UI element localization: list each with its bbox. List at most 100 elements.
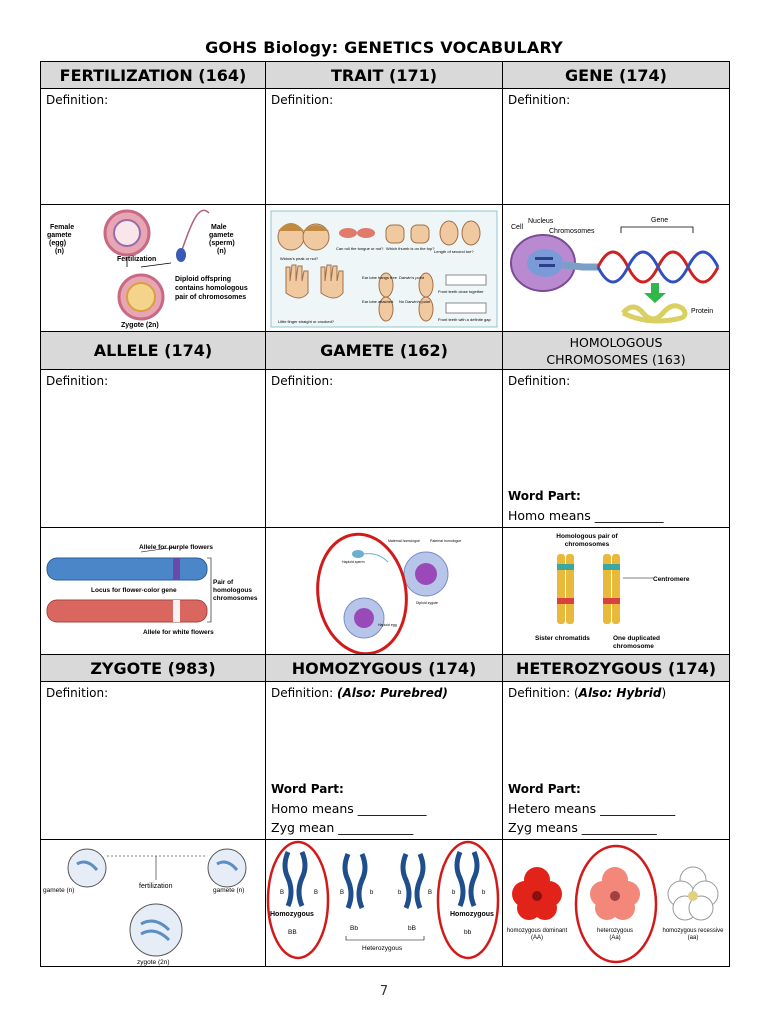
trait-caption: Widow's peak or not? bbox=[280, 256, 319, 261]
label-gene: Gene bbox=[651, 217, 668, 224]
label-fertilization: fertilization bbox=[139, 883, 173, 890]
label-nucleus: Nucleus bbox=[528, 218, 554, 225]
label-gamete-left: gamete (n) bbox=[43, 887, 74, 894]
gamete-caption: Haploid egg bbox=[378, 623, 397, 627]
header-gamete: GAMETE (162) bbox=[265, 331, 503, 370]
definition-box-homozygous[interactable]: Definition: (Also: Purebred) Word Part: … bbox=[265, 681, 503, 840]
label-homozygous-recessive: homozygous recessive(aa) bbox=[662, 928, 724, 941]
trait-caption: Can roll the tongue or not? bbox=[336, 246, 384, 251]
definition-box-gamete[interactable]: Definition: bbox=[265, 369, 503, 528]
image-cell-trait: Widow's peak or not? Can roll the tongue… bbox=[265, 204, 503, 332]
label-zygote: zygote (2n) bbox=[137, 959, 170, 966]
label-gamete-right: gamete (n) bbox=[213, 887, 244, 894]
allele-label: b bbox=[452, 890, 456, 896]
label-fertilization: Fertilization bbox=[117, 256, 156, 263]
trait-caption: Length of second toe? bbox=[434, 249, 474, 254]
pink-flower bbox=[590, 867, 640, 920]
label-heterozygous: heterozygous(Aa) bbox=[597, 928, 633, 941]
allele-label: B bbox=[428, 890, 432, 896]
label-genotype-bB: bB bbox=[408, 925, 416, 932]
label-centromere: Centromere bbox=[653, 576, 690, 583]
word-part-section: Word Part: Hetero means ____________ Zyg… bbox=[508, 780, 675, 837]
header-zygote: ZYGOTE (983) bbox=[40, 654, 266, 682]
document-title: GOHS Biology: GENETICS VOCABULARY bbox=[205, 38, 563, 57]
flower-genotype-diagram: homozygous dominant(AA) heterozygous(Aa)… bbox=[507, 844, 724, 964]
also-hybrid-note: Also: Hybrid bbox=[578, 686, 662, 700]
definition-box-allele[interactable]: Definition: bbox=[40, 369, 266, 528]
zyg-means-blank[interactable]: Zyg means ____________ bbox=[508, 820, 657, 835]
label-locus: Locus for flower-color gene bbox=[91, 587, 177, 594]
label-genotype-BB: BB bbox=[288, 929, 297, 936]
word-part-title: Word Part: bbox=[508, 782, 581, 796]
image-cell-gene: Cell Nucleus Chromosomes Gene Protein bbox=[502, 204, 730, 332]
header-fertilization: FERTILIZATION (164) bbox=[40, 61, 266, 89]
trait-caption: Ear lobe hangs free bbox=[362, 275, 398, 280]
label-protein: Protein bbox=[691, 308, 713, 315]
definition-box-fertilization[interactable]: Definition: bbox=[40, 88, 266, 205]
allele-label: b bbox=[398, 890, 402, 896]
allele-label: B bbox=[280, 890, 284, 896]
label-homozygous-dominant: homozygous dominant(AA) bbox=[507, 928, 568, 941]
gamete-caption: Haploid sperm bbox=[342, 560, 365, 564]
hetero-means-blank[interactable]: Hetero means ____________ bbox=[508, 801, 676, 816]
label-cell: Cell bbox=[511, 224, 524, 231]
label-chromosomes: Chromosomes bbox=[549, 228, 595, 235]
definition-label: Definition: bbox=[271, 93, 334, 107]
trait-caption: Ear lobe attached bbox=[362, 299, 393, 304]
image-cell-allele: Allele for purple flowers Locus for flow… bbox=[40, 527, 266, 655]
definition-box-trait[interactable]: Definition: bbox=[265, 88, 503, 205]
word-part-section: Word Part: Homo means ___________ bbox=[508, 487, 664, 525]
definition-label: Definition: (Also: Hybrid) bbox=[508, 686, 667, 700]
definition-box-gene[interactable]: Definition: bbox=[502, 88, 730, 205]
word-part-section: Word Part: Homo means ___________ Zyg me… bbox=[271, 780, 427, 837]
header-gene: GENE (174) bbox=[502, 61, 730, 89]
header-trait: TRAIT (171) bbox=[265, 61, 503, 89]
definition-label: Definition: bbox=[46, 686, 109, 700]
allele-label: B bbox=[314, 890, 318, 896]
definition-label: Definition: bbox=[46, 374, 109, 388]
allele-label: b bbox=[482, 890, 486, 896]
label-sister-chromatids: Sister chromatids bbox=[535, 635, 590, 642]
definition-box-homologous[interactable]: Definition: Word Part: Homo means ______… bbox=[502, 369, 730, 528]
label-genotype-bb: bb bbox=[464, 929, 472, 936]
definition-label: Definition: bbox=[271, 374, 334, 388]
label-heterozygous: Heterozygous bbox=[362, 945, 403, 952]
definition-label: Definition: bbox=[46, 93, 109, 107]
page-number: 7 bbox=[379, 984, 389, 999]
label-homozygous-left: Homozygous bbox=[270, 911, 314, 918]
definition-box-zygote[interactable]: Definition: bbox=[40, 681, 266, 840]
trait-caption: Front teeth with a definite gap bbox=[438, 317, 491, 322]
label-white-allele: Allele for white flowers bbox=[143, 629, 214, 636]
word-part-title: Word Part: bbox=[271, 782, 344, 796]
allele-diagram: Allele for purple flowers Locus for flow… bbox=[46, 544, 258, 636]
label-homozygous-right: Homozygous bbox=[450, 911, 494, 918]
trait-caption: No Darwin's point bbox=[399, 299, 431, 304]
gamete-caption: Paternal homologue bbox=[430, 539, 461, 543]
gamete-caption: Diploid zygote bbox=[416, 601, 438, 605]
homozygous-heterozygous-diagram: B B Homozygous BB B b Bb b B bB Heterozy… bbox=[266, 840, 500, 960]
zyg-mean-blank[interactable]: Zyg mean ____________ bbox=[271, 820, 414, 835]
zygote-diagram: fertilization gamete (n) gamete (n) zygo… bbox=[43, 848, 247, 966]
header-heterozygous: HETEROZYGOUS (174) bbox=[502, 654, 730, 682]
gamete-diagram: Haploid sperm Maternal homologue Paterna… bbox=[316, 532, 461, 654]
homo-means-blank[interactable]: Homo means ___________ bbox=[271, 801, 427, 816]
label-genotype-Bb: Bb bbox=[350, 925, 358, 932]
definition-box-heterozygous[interactable]: Definition: (Also: Hybrid) Word Part: He… bbox=[502, 681, 730, 840]
label-zygote: Zygote (2n) bbox=[121, 322, 159, 329]
header-allele: ALLELE (174) bbox=[40, 331, 266, 370]
image-cell-heterozygous: homozygous dominant(AA) heterozygous(Aa)… bbox=[502, 839, 730, 967]
human-traits-illustration: Widow's peak or not? Can roll the tongue… bbox=[270, 210, 498, 328]
homo-means-blank[interactable]: Homo means ___________ bbox=[508, 508, 664, 523]
also-purebred-note: (Also: Purebred) bbox=[336, 686, 448, 700]
trait-caption: Darwin's point bbox=[399, 275, 425, 280]
image-cell-zygote: fertilization gamete (n) gamete (n) zygo… bbox=[40, 839, 266, 967]
